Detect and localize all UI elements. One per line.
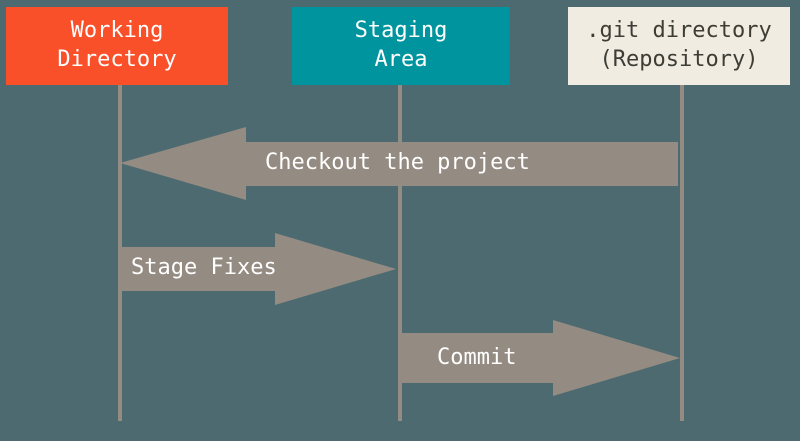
arrow-checkout-the-project [120,127,678,200]
box-label-git-directory: .git directory (Repository) [568,7,790,85]
lifeline-working-directory [118,85,122,421]
box-staging-line-2: Area [374,47,428,72]
box-staging-line-1: Staging [354,18,448,44]
box-rect-git-directory [568,7,790,85]
arrow-label-stage-fixes: Stage Fixes [131,255,277,280]
box-repo-line-1: .git directory [586,18,772,44]
lifeline-git-directory [680,85,684,421]
box-label-staging-area: Staging Area [292,7,510,85]
arrow-stage-fixes [121,233,396,305]
box-working-line-1: Working [70,18,164,44]
box-label-working-directory: Working Directory [6,7,228,85]
box-working-line-2: Directory [57,47,177,72]
box-rect-staging-area [292,7,510,85]
arrow-label-checkout: Checkout the project [265,150,530,175]
box-repo-line-2: (Repository) [599,47,759,72]
lifeline-staging-area [398,85,402,421]
box-rect-working-directory [6,7,228,85]
arrow-commit [402,320,680,396]
arrow-label-commit: Commit [437,345,517,370]
